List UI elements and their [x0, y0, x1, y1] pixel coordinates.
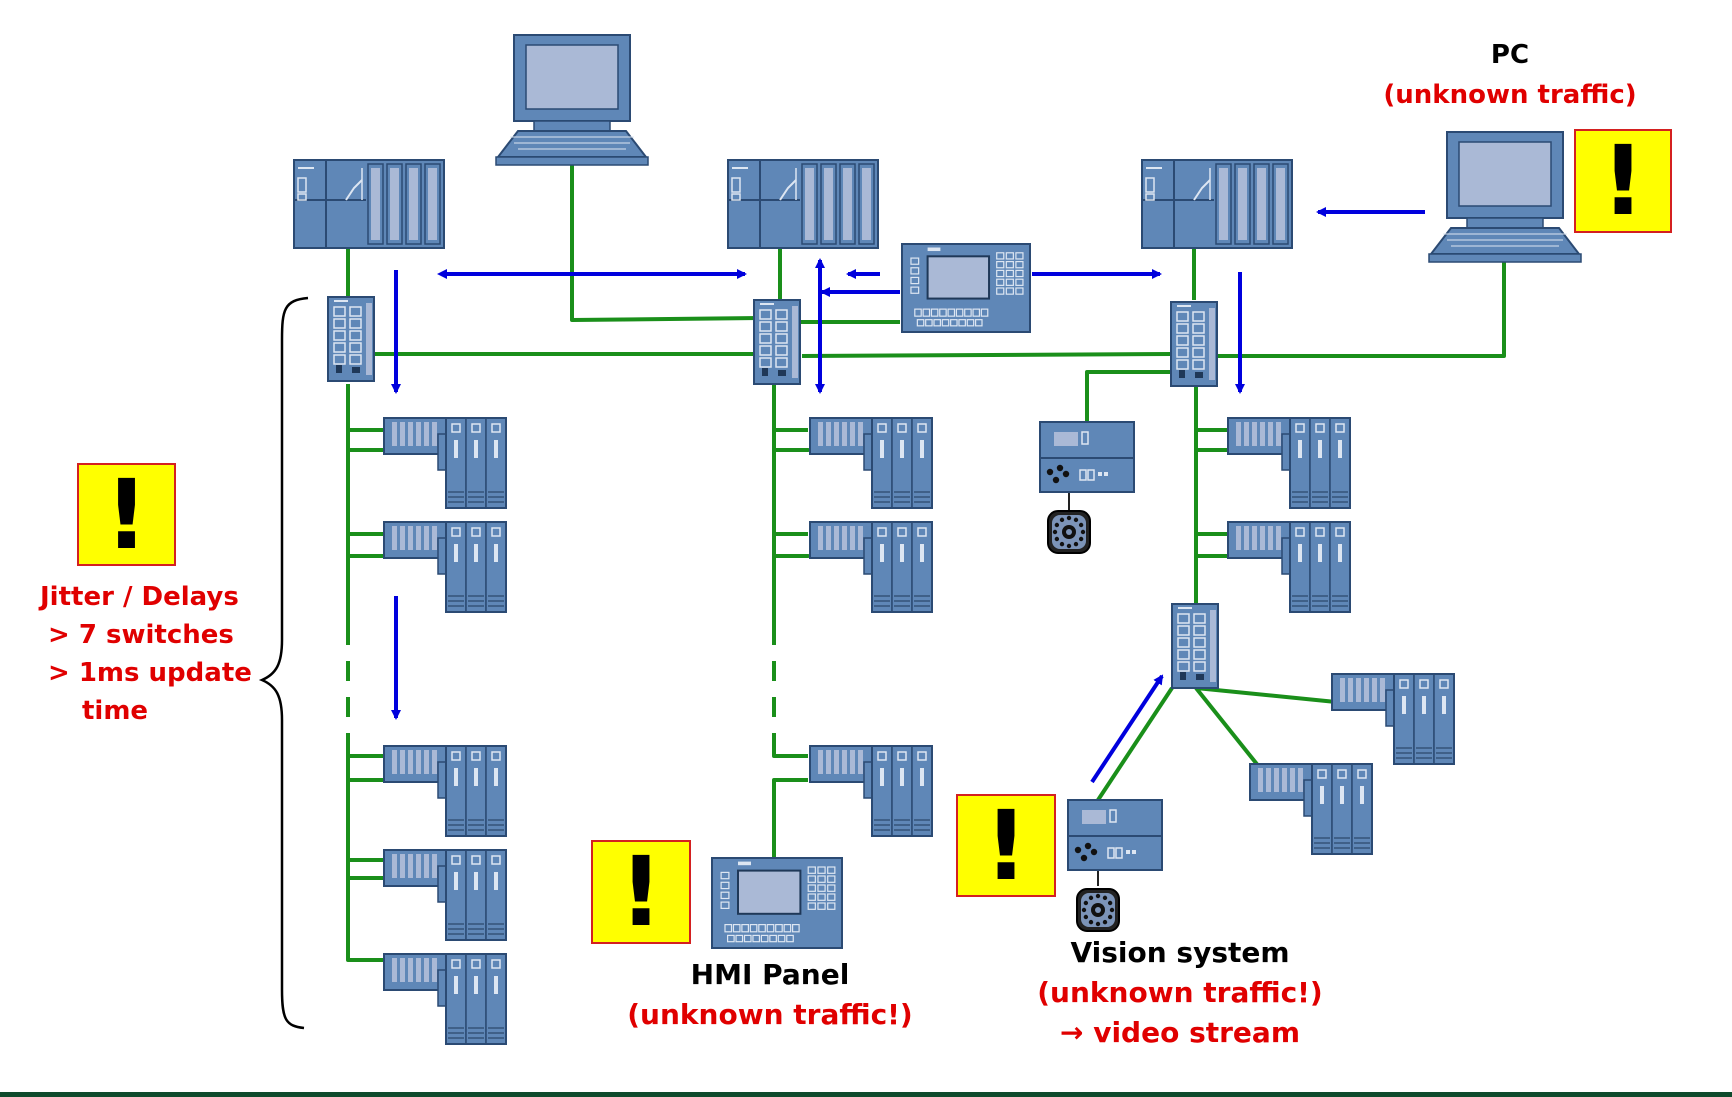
network-link: [346, 430, 386, 536]
network-link: [346, 384, 384, 432]
network-link: [1194, 686, 1262, 770]
warning-hmi: !: [591, 840, 691, 944]
vision-controller-upper: [1039, 421, 1135, 493]
hmi-title: HMI Panel: [690, 958, 850, 991]
network-link: [772, 430, 810, 536]
network-link: [346, 740, 386, 782]
network-link: [772, 750, 808, 758]
plc-controller: [293, 159, 445, 249]
camera-icon: [1047, 510, 1091, 554]
network-link: [1194, 430, 1230, 536]
data-flow-arrows: [391, 207, 1425, 784]
network-devices: [293, 34, 1582, 1045]
plc-controller: [1141, 159, 1293, 249]
network-link: [1194, 384, 1228, 432]
office-pc: [1428, 131, 1582, 263]
warning-icon: !: [619, 836, 663, 948]
jitter-brace: [258, 296, 309, 1030]
hmi-panel-center: [901, 243, 1031, 333]
io-module: [1249, 763, 1373, 855]
engineering-pc: [495, 34, 649, 166]
network-link: [570, 165, 761, 322]
vision-subtitle: (unknown traffic!): [1037, 976, 1323, 1009]
footer-bar: [0, 1092, 1732, 1097]
vision-note: → video stream: [1060, 1016, 1300, 1049]
jitter-bullet-switches: > 7 switches: [48, 620, 234, 650]
plc-controller: [727, 159, 879, 249]
vision-controller: [1067, 799, 1163, 871]
network-link: [772, 534, 810, 625]
network-link: [346, 534, 386, 625]
network-links: [346, 165, 1506, 962]
network-switch: [753, 299, 801, 385]
io-module: [1227, 417, 1351, 509]
camera-icon: [1076, 888, 1120, 932]
vision-title: Vision system: [1070, 936, 1290, 969]
network-link: [1218, 262, 1506, 358]
network-switch: [1171, 603, 1219, 689]
io-module: [383, 953, 507, 1045]
network-link: [801, 352, 1173, 358]
brace: [258, 296, 309, 1030]
network-link: [1096, 686, 1174, 802]
network-link: [346, 860, 386, 962]
warning-vision: !: [956, 794, 1056, 897]
network-link: [1195, 686, 1337, 704]
warning-icon: !: [104, 458, 149, 571]
network-switch: [1170, 301, 1218, 387]
io-module: [383, 417, 507, 509]
pc-title: PC: [1490, 40, 1530, 70]
io-module: [809, 521, 933, 613]
warning-icon: !: [1601, 125, 1645, 237]
network-link: [1085, 370, 1172, 422]
network-link: [1194, 534, 1230, 604]
pc-subtitle: (unknown traffic): [1383, 80, 1637, 110]
hmi-subtitle: (unknown traffic!): [627, 998, 913, 1031]
network-switch: [327, 296, 375, 382]
io-module: [383, 849, 507, 941]
hmi-panel: [711, 857, 843, 949]
warning-jitter: !: [77, 463, 176, 566]
data-flow-arrow: [1090, 674, 1164, 784]
jitter-bullet-update-cont: time: [82, 696, 149, 726]
network-link: [772, 778, 808, 860]
io-module: [383, 521, 507, 613]
io-module: [383, 745, 507, 837]
jitter-bullet-update: > 1ms update: [48, 658, 252, 688]
io-module: [809, 417, 933, 509]
warning-pc: !: [1574, 129, 1672, 233]
io-module: [1331, 673, 1455, 765]
network-link: [772, 384, 808, 432]
warning-icon: !: [984, 789, 1028, 902]
network-link: [346, 780, 384, 862]
io-module: [1227, 521, 1351, 613]
io-module: [809, 745, 933, 837]
jitter-title: Jitter / Delays: [40, 582, 239, 612]
